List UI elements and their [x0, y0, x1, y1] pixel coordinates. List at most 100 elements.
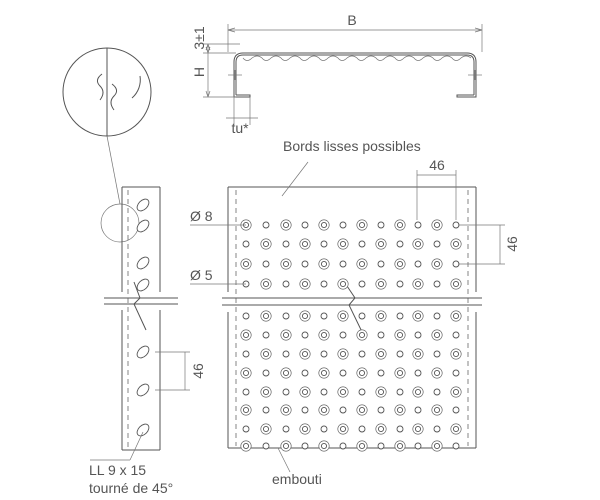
plain-hole [301, 442, 309, 450]
plain-hole [301, 331, 309, 339]
embossed-hole [320, 331, 328, 339]
plain-hole [301, 369, 309, 377]
plate-break-zigzag-icon [346, 285, 365, 337]
embossed-hole [282, 221, 290, 229]
detail-leader [106, 135, 121, 205]
embossed-hole [320, 369, 328, 377]
plain-hole [301, 221, 309, 229]
side-break-zigzag-icon [133, 281, 147, 331]
plain-hole [282, 425, 290, 433]
embossed-hole [377, 312, 385, 320]
embossed-hole [452, 312, 460, 320]
plain-hole [358, 240, 366, 248]
plain-hole [414, 221, 422, 229]
embossed-hole [377, 240, 385, 248]
plain-hole [262, 221, 270, 229]
plain-hole [433, 388, 441, 396]
plain-hole [320, 240, 328, 248]
plain-hole [358, 350, 366, 358]
plan-view [222, 186, 482, 452]
side-view [104, 186, 178, 451]
plain-hole [358, 280, 366, 288]
plain-hole [242, 240, 250, 248]
plain-hole [377, 442, 385, 450]
dim-h-label: H [191, 67, 207, 77]
plain-hole [262, 331, 270, 339]
plain-hole [377, 369, 385, 377]
plain-hole [452, 369, 460, 377]
plain-hole [414, 442, 422, 450]
plain-hole [396, 388, 404, 396]
plain-hole [433, 350, 441, 358]
dia-5-label: Ø 5 [190, 267, 213, 283]
embossed-hole [339, 425, 347, 433]
plain-hole [433, 280, 441, 288]
plain-hole [358, 388, 366, 396]
plain-hole [242, 350, 250, 358]
plain-hole [301, 260, 309, 268]
plain-hole [301, 406, 309, 414]
embossed-hole [262, 312, 270, 320]
dim-b-label: B [347, 12, 356, 28]
plain-hole [377, 221, 385, 229]
embossed-label: embouti [272, 471, 322, 487]
right-pitch-dimension: 46 [458, 224, 520, 265]
embossed-hole [301, 280, 309, 288]
plain-hole [320, 388, 328, 396]
detail-view [62, 47, 152, 243]
embossed-hole [433, 442, 441, 450]
side-pitch-dimension: 46 [155, 351, 206, 391]
embossed-hole [358, 369, 366, 377]
embossed-hole [301, 350, 309, 358]
embossed-hole [262, 425, 270, 433]
side-slot [136, 278, 150, 292]
plain-hole [242, 425, 250, 433]
profile-view: B 3±1 H tu* [191, 12, 483, 136]
plain-hole [414, 369, 422, 377]
smooth-edges-leader [281, 161, 309, 197]
embossed-hole [339, 350, 347, 358]
plain-hole [339, 369, 347, 377]
embossed-hole [339, 280, 347, 288]
plain-hole [242, 312, 250, 320]
embossed-hole [433, 221, 441, 229]
smooth-edges-label: Bords lisses possibles [283, 138, 421, 154]
side-slot [136, 256, 150, 270]
embossed-hole [282, 442, 290, 450]
plain-hole [262, 406, 270, 414]
embossed-hole [358, 406, 366, 414]
dim-b-arrows [227, 27, 483, 33]
embossed-hole [320, 442, 328, 450]
plain-hole [282, 350, 290, 358]
slot-size-label: LL 9 x 15 [89, 462, 146, 478]
embossed-hole [377, 425, 385, 433]
embossed-hole [242, 369, 250, 377]
dim-tu-label: tu* [231, 120, 249, 136]
embossed-hole [414, 240, 422, 248]
detail-target-circle [100, 203, 140, 243]
embossed-hole [414, 280, 422, 288]
plain-hole [339, 331, 347, 339]
dia-8-label: Ø 8 [190, 208, 213, 224]
plain-hole [358, 425, 366, 433]
plain-hole [339, 406, 347, 414]
embossed-hole [339, 312, 347, 320]
plain-hole [282, 240, 290, 248]
slot-rotation-label: tourné de 45° [89, 480, 173, 496]
embossed-hole [377, 388, 385, 396]
embossed-hole [242, 331, 250, 339]
embossed-hole [301, 312, 309, 320]
plain-hole [433, 425, 441, 433]
plain-hole [282, 312, 290, 320]
embossed-hole [301, 240, 309, 248]
plain-hole [262, 442, 270, 450]
plain-hole [339, 442, 347, 450]
embossed-hole [433, 331, 441, 339]
embossed-hole [452, 280, 460, 288]
plain-hole [396, 312, 404, 320]
side-slot [136, 198, 150, 212]
detail-embossing [96, 73, 118, 111]
embossed-hole [433, 260, 441, 268]
plain-hole [339, 260, 347, 268]
profile-outline [233, 52, 477, 98]
